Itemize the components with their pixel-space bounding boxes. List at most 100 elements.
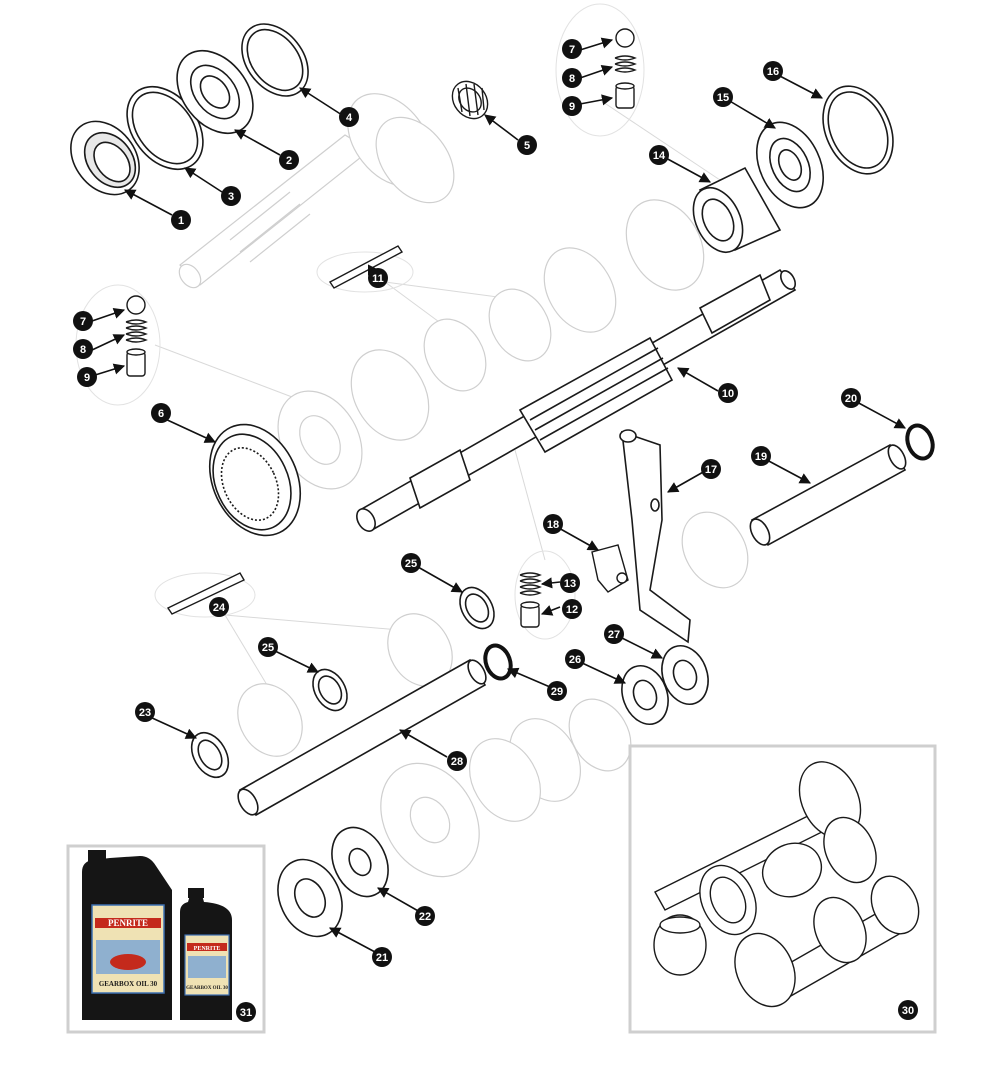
callout-21: 21	[372, 947, 392, 967]
callout-17: 17	[701, 459, 721, 479]
callout-circle	[151, 403, 171, 423]
callout-circle	[649, 145, 669, 165]
callout-6: 6	[151, 403, 171, 423]
callout-number: 9	[84, 372, 90, 384]
callout-circle	[209, 597, 229, 617]
callout-circle	[713, 87, 733, 107]
callout-26: 26	[565, 649, 585, 669]
callout-number: 7	[569, 44, 575, 56]
callout-circle	[236, 1002, 256, 1022]
callout-8: 8	[562, 68, 582, 88]
callout-number: 9	[569, 101, 575, 113]
callout-number: 8	[569, 73, 575, 85]
callout-number: 5	[524, 140, 530, 152]
callout-4: 4	[339, 107, 359, 127]
callout-number: 25	[405, 558, 417, 570]
callout-19: 19	[751, 446, 771, 466]
callout-number: 15	[717, 92, 729, 104]
callout-number: 31	[240, 1007, 252, 1019]
callout-number: 7	[80, 316, 86, 328]
part-thrust-washer-25a	[459, 586, 495, 630]
callout-circle	[77, 367, 97, 387]
callout-14: 14	[649, 145, 669, 165]
part-layshaft	[237, 658, 487, 817]
callout-circle	[73, 339, 93, 359]
part-spline-washer	[621, 665, 669, 725]
callout-3: 3	[221, 186, 241, 206]
callout-number: 16	[767, 66, 779, 78]
callout-number: 21	[376, 952, 388, 964]
part-o-ring-29	[483, 643, 513, 681]
part-ball-bearing	[176, 49, 254, 135]
callout-circle	[415, 906, 435, 926]
part-oil-seal	[70, 120, 140, 196]
callout-2: 2	[279, 150, 299, 170]
part-washer-22	[331, 826, 389, 898]
part-synchro-sleeve	[208, 423, 302, 537]
part-dowel-pin-24	[166, 572, 245, 615]
oil-large-label: GEARBOX OIL 30	[99, 980, 158, 988]
callout-circle	[562, 599, 582, 619]
callout-number: 14	[653, 150, 666, 162]
part-selector-fork	[591, 544, 629, 593]
callout-number: 19	[755, 451, 767, 463]
callout-circle	[841, 388, 861, 408]
callout-circle	[258, 637, 278, 657]
callout-circle	[718, 383, 738, 403]
callout-circle	[171, 210, 191, 230]
detent-set-bottom	[519, 572, 542, 628]
oil-small-label: GEARBOX OIL 30	[186, 986, 228, 991]
part-o-ring-20	[905, 423, 935, 461]
part-selector-lever	[619, 429, 691, 644]
leader-arrows	[91, 37, 906, 953]
oil-large-brand: PENRITE	[108, 918, 148, 928]
callout-9: 9	[77, 367, 97, 387]
callout-number: 1	[178, 215, 184, 227]
callout-number: 18	[547, 519, 559, 531]
callout-number: 3	[228, 191, 234, 203]
callout-22: 22	[415, 906, 435, 926]
part-main-shaft	[356, 268, 797, 532]
callout-circle	[135, 702, 155, 722]
callout-circle	[565, 649, 585, 669]
callout-16: 16	[763, 61, 783, 81]
callout-number: 8	[80, 344, 86, 356]
callout-25: 25	[258, 637, 278, 657]
detent-group-outlines	[75, 3, 645, 640]
callout-29: 29	[547, 681, 567, 701]
layshaft-cluster-ghost	[237, 511, 749, 878]
callout-number: 25	[262, 642, 274, 654]
part-dowel-pin-11	[328, 245, 404, 289]
callout-number: 22	[419, 911, 431, 923]
input-shaft-ghost	[178, 93, 455, 289]
callout-7: 7	[73, 311, 93, 331]
callout-circle	[401, 553, 421, 573]
callout-circle	[898, 1000, 918, 1020]
mainshaft-gears-ghost	[277, 199, 705, 490]
callout-15: 15	[713, 87, 733, 107]
callout-25: 25	[401, 553, 421, 573]
oil-bottle-small	[180, 888, 232, 1020]
part-washer-23	[190, 731, 230, 779]
callout-11: 11	[368, 268, 388, 288]
callout-number: 4	[346, 112, 353, 124]
callout-number: 30	[902, 1005, 914, 1017]
callout-circle	[763, 61, 783, 81]
part-selector-shaft	[749, 443, 907, 547]
gear-set-kit-panel	[628, 744, 937, 1034]
callout-circle	[751, 446, 771, 466]
callout-number: 13	[564, 578, 576, 590]
callout-30: 30	[898, 1000, 918, 1020]
guide-lines	[154, 99, 721, 691]
callout-circle	[73, 311, 93, 331]
part-synchro-hub	[692, 166, 782, 253]
callout-number: 26	[569, 654, 581, 666]
callout-number: 2	[286, 155, 292, 167]
callout-circle	[279, 150, 299, 170]
callout-number: 23	[139, 707, 151, 719]
callout-9: 9	[562, 96, 582, 116]
callout-number: 10	[722, 388, 734, 400]
callout-number: 24	[213, 602, 226, 614]
callout-20: 20	[841, 388, 861, 408]
